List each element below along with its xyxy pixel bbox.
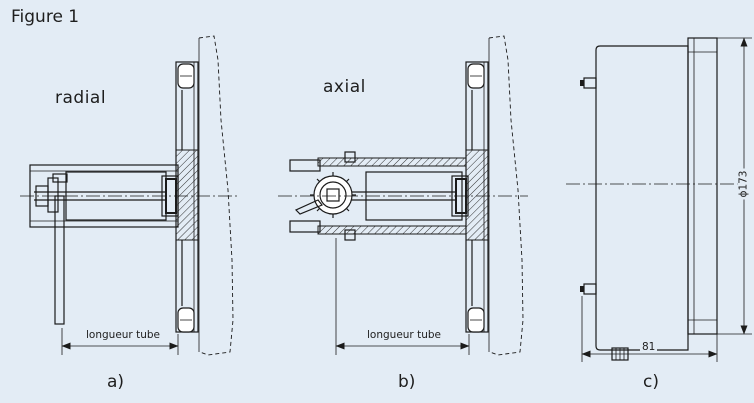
view-c-width-dimension: 81: [640, 341, 658, 353]
view-a-dimension-label: longueur tube: [84, 329, 162, 341]
view-c-diameter-dimension: ϕ173: [737, 168, 750, 200]
view-b-kind-label: axial: [323, 77, 366, 97]
view-c-caption: c): [643, 372, 659, 392]
view-b-caption: b): [398, 372, 416, 392]
figure-title: Figure 1: [11, 7, 80, 27]
view-a-caption: a): [107, 372, 125, 392]
view-a-radial-drawing: [20, 35, 238, 356]
view-a-kind-label: radial: [55, 88, 107, 108]
view-b-axial-drawing: [278, 35, 528, 356]
view-b-dimension-label: longueur tube: [365, 329, 443, 341]
view-c-housing-drawing: [566, 37, 752, 362]
